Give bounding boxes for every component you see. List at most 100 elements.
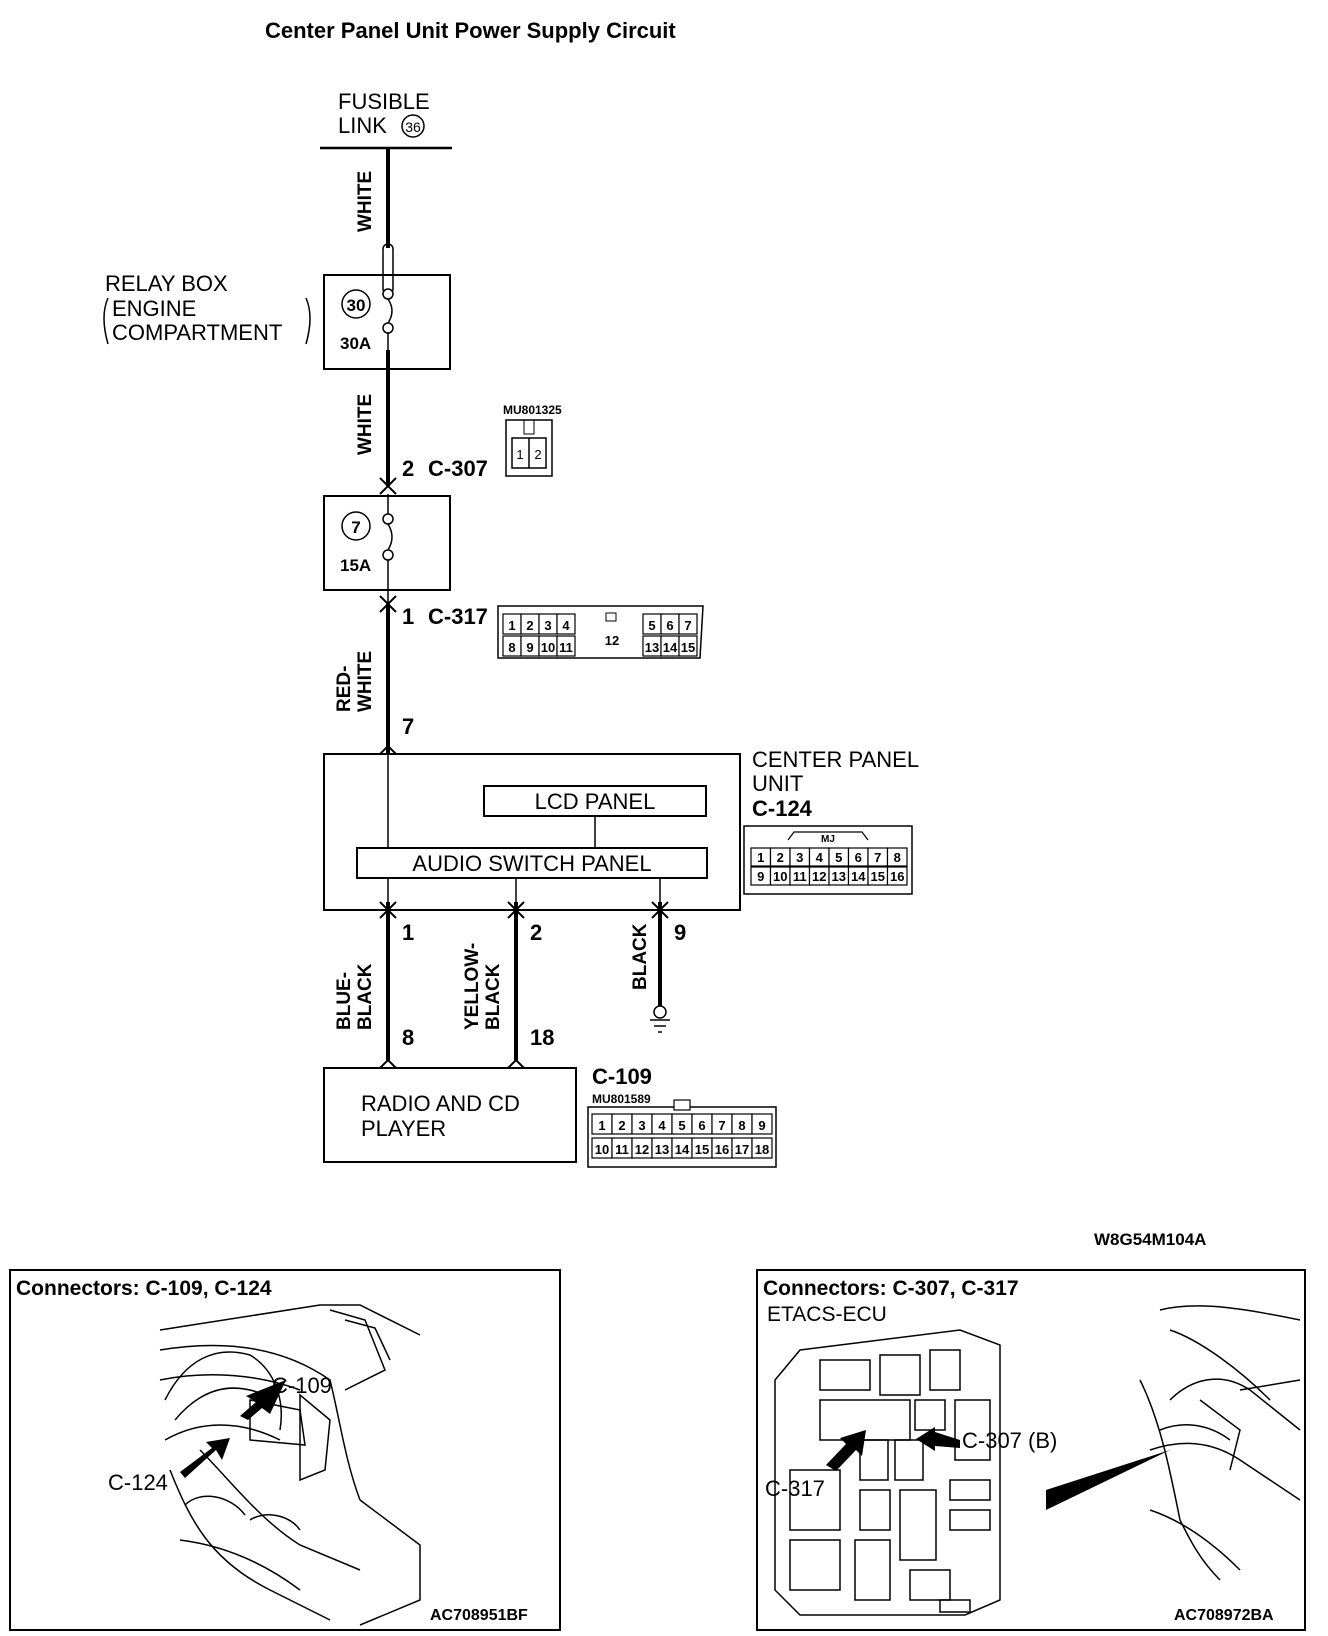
figure-code: W8G54M104A	[1094, 1230, 1206, 1249]
c124-pin-9: 9	[757, 869, 764, 884]
wire-label-red-white-1: RED-	[334, 666, 355, 712]
c317-pin-7: 7	[684, 618, 691, 633]
c109-pin-17: 17	[735, 1142, 749, 1157]
c124-pin-6: 6	[855, 850, 862, 865]
pin-out-2: 2	[530, 920, 542, 945]
connector-location-panel-left: Connectors: C-109, C-124 C-109 C-124 AC7…	[9, 1269, 561, 1631]
c124-pin-5: 5	[835, 850, 842, 865]
c124-pin-12: 12	[812, 869, 826, 884]
pin-radio-2: 18	[530, 1025, 554, 1050]
wire-label-white-mid: WHITE	[355, 394, 376, 455]
c109-pin-3: 3	[638, 1118, 645, 1133]
c109-pin-11: 11	[615, 1142, 629, 1157]
wire-label-yellow-black-1: YELLOW-	[462, 943, 483, 1030]
c109-pin-14: 14	[675, 1142, 690, 1157]
center-panel-label-2: UNIT	[752, 771, 803, 796]
c317-pin-10: 10	[541, 640, 555, 655]
c124-pin-7: 7	[874, 850, 881, 865]
radio-label-2: PLAYER	[361, 1116, 446, 1141]
connector-location-panel-right: Connectors: C-307, C-317 ETACS-ECU	[756, 1269, 1306, 1631]
panel-right-title: Connectors: C-307, C-317	[763, 1277, 1019, 1300]
c124-tag: MJ	[821, 834, 835, 845]
center-panel-unit: LCD PANEL AUDIO SWITCH PANEL CENTER PANE…	[323, 747, 919, 911]
wire-label-yellow-black-2: BLACK	[483, 963, 504, 1030]
pin-out-1: 1	[402, 920, 414, 945]
c109-pin-7: 7	[718, 1118, 725, 1133]
c317-pin-13: 13	[645, 640, 659, 655]
fusible-link-label-2: LINK	[338, 113, 387, 138]
fusible-link: FUSIBLE LINK 36	[320, 89, 452, 150]
c317-pin-11: 11	[559, 640, 573, 655]
relay-box: RELAY BOX ENGINE COMPARTMENT 30 30A	[103, 271, 451, 370]
c124-pin-16: 16	[890, 869, 904, 884]
c317-pin-5: 5	[648, 618, 655, 633]
c317-pin-8: 8	[508, 640, 515, 655]
c317-pin-6: 6	[666, 618, 673, 633]
radio-label-1: RADIO AND CD	[361, 1091, 520, 1116]
panel-right-label-a: C-307 (B)	[962, 1428, 1057, 1453]
c109-pin-4: 4	[658, 1118, 666, 1133]
c109-pin-6: 6	[698, 1118, 705, 1133]
c124-pin-4: 4	[816, 850, 824, 865]
c307-part-number: MU801325	[503, 403, 562, 417]
c124-pin-1: 1	[757, 850, 764, 865]
c109-pin-8: 8	[738, 1118, 745, 1133]
c317-pin-9: 9	[526, 640, 533, 655]
lcd-panel-label: LCD PANEL	[535, 789, 656, 814]
c109-pin-15: 15	[695, 1142, 709, 1157]
panel-left-label-b: C-124	[108, 1470, 168, 1495]
c307-pin-1: 1	[516, 447, 523, 462]
fusible-link-label-1: FUSIBLE	[338, 89, 430, 114]
relay-box-label-1: RELAY BOX	[105, 271, 228, 296]
pin-c317: 1	[402, 604, 414, 629]
c317-pin-4: 4	[562, 618, 570, 633]
c317-pin-12: 12	[605, 633, 619, 648]
center-panel-connector: C-124	[752, 796, 813, 821]
panel-right-code: AC708972BA	[1174, 1607, 1274, 1624]
c124-pin-10: 10	[773, 869, 787, 884]
pin-radio-1: 8	[402, 1025, 414, 1050]
pin-c307: 2	[402, 456, 414, 481]
radio-connector: C-109	[592, 1064, 652, 1089]
c307-pin-2: 2	[534, 447, 541, 462]
fuse-7-number: 7	[351, 518, 360, 537]
c109-pin-12: 12	[635, 1142, 649, 1157]
fuse-7-box: 7 15A	[323, 495, 451, 591]
relay-fuse-rating: 30A	[340, 334, 371, 353]
panel-right-subtitle: ETACS-ECU	[767, 1303, 887, 1326]
relay-box-label-2: ENGINE	[112, 296, 196, 321]
c124-pin-8: 8	[894, 850, 901, 865]
panel-left-title: Connectors: C-109, C-124	[16, 1277, 272, 1300]
etacs-ecu-illustration	[774, 1329, 1001, 1616]
c317-pin-14: 14	[663, 640, 678, 655]
fuse-7-rating: 15A	[340, 556, 371, 575]
c109-pin-10: 10	[595, 1142, 609, 1157]
dashboard-illustration	[159, 1304, 421, 1626]
c109-pin-16: 16	[715, 1142, 729, 1157]
wire-label-blue-black-2: BLACK	[355, 963, 376, 1030]
audio-switch-panel-label: AUDIO SWITCH PANEL	[412, 851, 651, 876]
dashboard-inset-illustration	[1139, 1305, 1301, 1581]
connector-c307: MU801325 1 2	[503, 403, 562, 477]
c109-pin-2: 2	[618, 1118, 625, 1133]
c109-pin-5: 5	[678, 1118, 685, 1133]
radio-cd-player: RADIO AND CD PLAYER C-109 MU801589	[323, 1064, 652, 1163]
page-title: Center Panel Unit Power Supply Circuit	[265, 18, 676, 43]
center-panel-label-1: CENTER PANEL	[752, 747, 919, 772]
label-c317: C-317	[428, 604, 488, 629]
relay-fuse-number: 30	[347, 296, 366, 315]
panel-left-label-a: C-109	[272, 1373, 332, 1398]
label-c307: C-307	[428, 456, 488, 481]
wire-label-black: BLACK	[630, 923, 651, 990]
relay-box-label-3: COMPARTMENT	[112, 320, 282, 345]
c317-pin-3: 3	[544, 618, 551, 633]
fusible-link-number: 36	[405, 119, 421, 135]
c109-pin-9: 9	[758, 1118, 765, 1133]
c124-pin-3: 3	[796, 850, 803, 865]
c317-pin-2: 2	[526, 618, 533, 633]
c109-pin-13: 13	[655, 1142, 669, 1157]
c317-pin-1: 1	[508, 618, 515, 633]
wire-label-red-white-2: WHITE	[355, 651, 376, 712]
